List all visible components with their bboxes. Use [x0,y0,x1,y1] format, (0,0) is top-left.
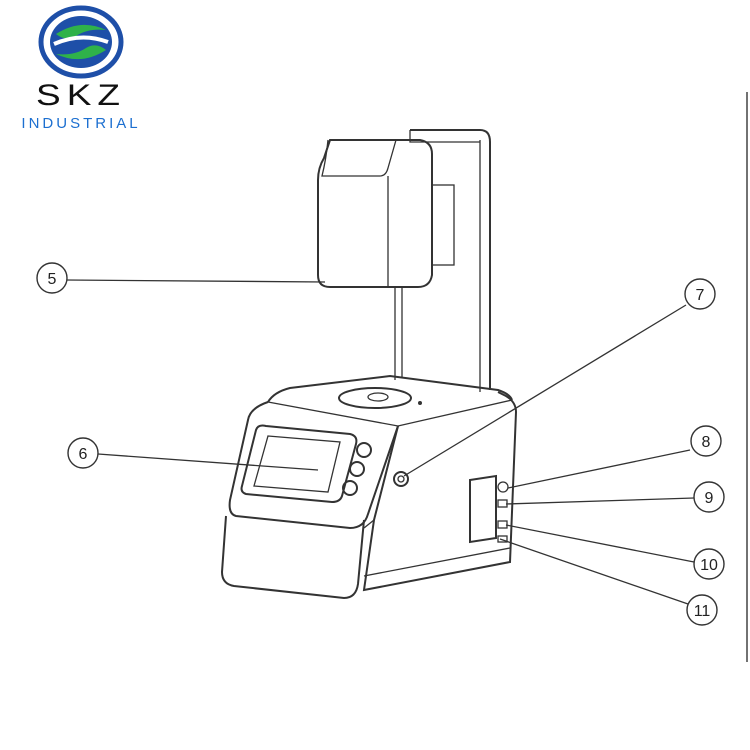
sample-dish [338,387,412,409]
leader-line-5 [65,279,326,283]
leader-line-7 [403,304,687,477]
brand-subtitle: INDUSTRIAL [21,115,141,132]
callout-label: 8 [702,434,711,451]
callout-label: 5 [48,271,57,288]
callout-11: 11 [686,594,718,626]
port-10 [497,520,508,529]
support-column [409,129,491,392]
power-button [393,471,409,487]
brand-logo: SKZ INDUSTRIAL [0,0,170,140]
port-11 [497,535,508,543]
leader-line-10 [505,524,695,563]
callout-label: 9 [705,490,714,507]
leader-line-11 [499,538,689,605]
measuring-head [317,139,455,380]
callout-label: 11 [694,603,711,620]
brand-name: SKZ [36,78,126,112]
leader-line-9 [505,497,695,505]
leader-line-8 [507,449,691,489]
callout-9: 9 [693,481,725,513]
leader-line-6 [97,453,319,471]
base-unit [220,374,518,600]
callout-5: 5 [36,262,68,294]
callout-label: 7 [696,287,705,304]
callout-label: 6 [79,446,88,463]
port-8 [497,481,509,493]
control-button [342,480,358,496]
callout-10: 10 [693,548,725,580]
callout-8: 8 [690,425,722,457]
display-screen [240,424,358,504]
rear-panel [469,474,497,544]
logo-emblem-icon [38,5,124,79]
callout-6: 6 [67,437,99,469]
callout-7: 7 [684,278,716,310]
control-button [356,442,372,458]
callout-label: 10 [700,557,718,574]
port-9 [497,499,508,508]
control-button [349,461,365,477]
